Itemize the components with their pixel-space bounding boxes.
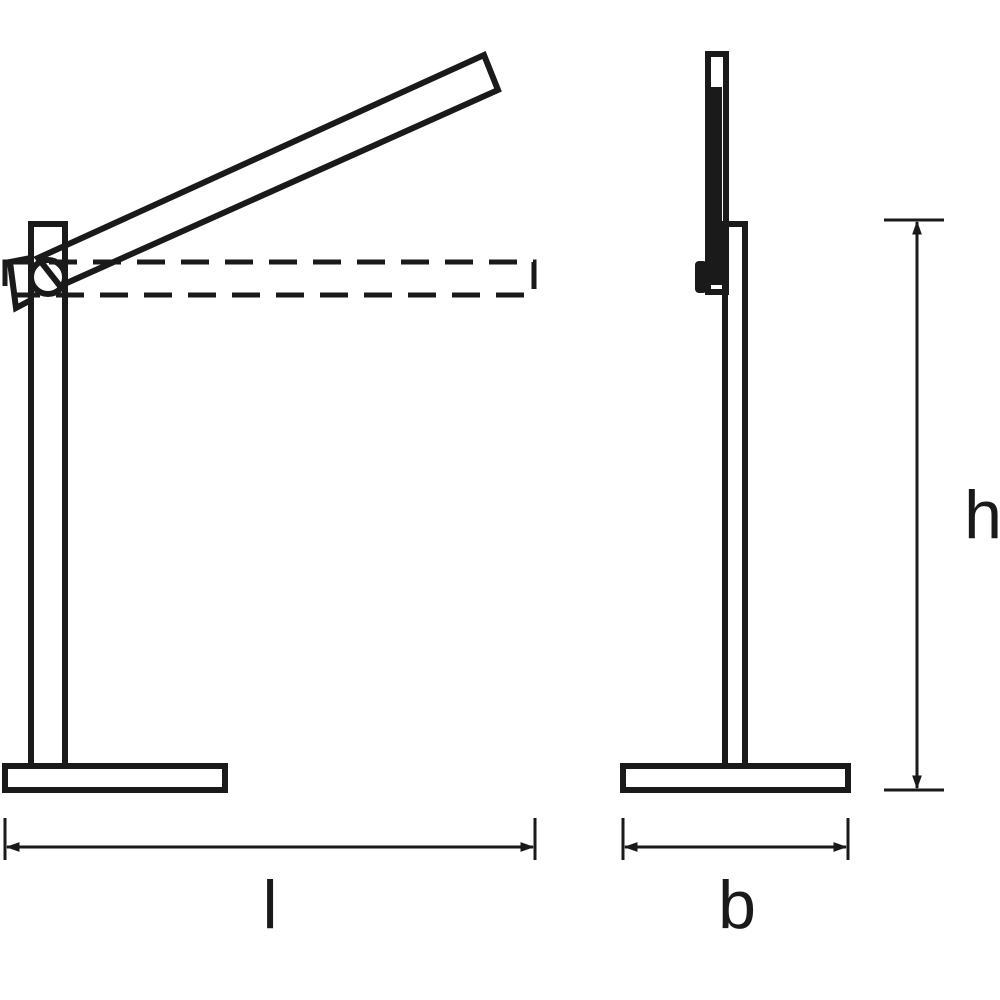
front-view-base bbox=[2, 763, 228, 793]
front-view bbox=[2, 50, 537, 793]
dimension-height: h bbox=[884, 218, 1000, 792]
front-view-post bbox=[28, 221, 68, 769]
side-view-knob bbox=[695, 261, 707, 293]
front-view-pivot-joint bbox=[28, 257, 68, 297]
side-view bbox=[620, 51, 851, 793]
front-view-raised-arm bbox=[33, 50, 502, 290]
front-view-lowered-arm bbox=[2, 259, 537, 298]
dimension-length: l bbox=[3, 818, 537, 943]
dimension-height-label: h bbox=[964, 477, 1000, 553]
dimension-width-label: b bbox=[718, 867, 756, 943]
side-view-base bbox=[620, 763, 851, 793]
side-view-light-panel bbox=[708, 87, 722, 285]
front-view-hinge-cap bbox=[6, 255, 33, 313]
dimension-width: b bbox=[621, 818, 850, 943]
dimension-length-label: l bbox=[262, 867, 277, 943]
side-view-post bbox=[722, 221, 748, 769]
